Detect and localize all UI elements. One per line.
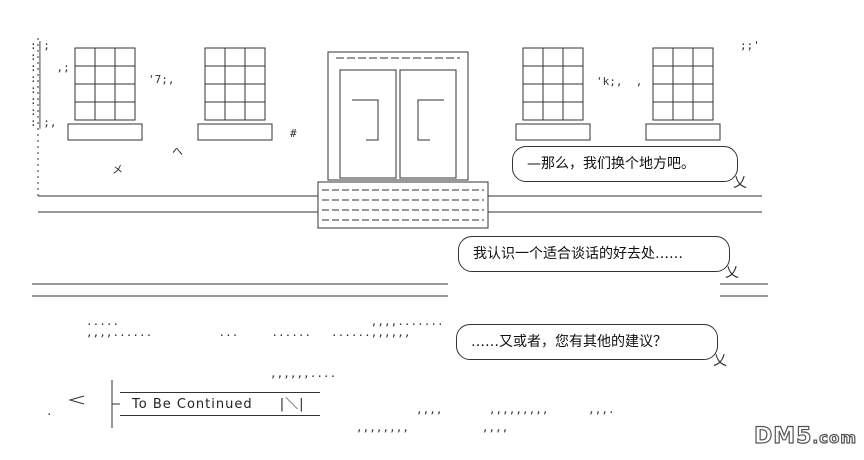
aa-mark: .	[46, 405, 53, 418]
speech-bubble-1: —那么，我们换个地方吧。 乂	[512, 146, 747, 191]
logo-text: DM5	[753, 423, 813, 449]
window-1	[67, 47, 143, 141]
dialogue-line-3: ……又或者，您有其他的建议？	[471, 334, 667, 350]
aa-mark: へ	[172, 145, 183, 158]
aa-dots: ,,,,,,,, ,,,,	[356, 421, 509, 434]
aa-mark: '7;,	[148, 73, 175, 86]
aa-dots: ,,,,,,....	[270, 367, 337, 380]
continue-mark: |＼|	[279, 397, 305, 412]
aa-wall-marks-left: :|; :| :| ,; :| :| :| :| :|;,	[30, 39, 70, 129]
speech-bubble-3: ……又或者，您有其他的建议？ 乂	[456, 324, 727, 369]
continue-label: To Be Continued	[132, 397, 253, 412]
aa-mark: 'k;, ,	[596, 75, 643, 88]
speech-bubble-2: 我认识一个适合谈话的好去处…… 乂	[458, 236, 739, 281]
bubble-tail-icon: 乂	[713, 353, 727, 369]
aa-dots: ..... ,,,,....... ,,,,...... ... ...... …	[86, 315, 444, 339]
dm5-logo: DM5.com	[753, 423, 857, 449]
window-4	[645, 47, 721, 141]
entrance-steps	[317, 181, 489, 229]
dialogue-line-1: —那么，我们换个地方吧。	[527, 156, 695, 172]
logo-suffix: .com	[812, 428, 857, 447]
bubble-tail-icon: 乂	[725, 265, 739, 281]
aa-mark: #	[290, 127, 297, 140]
double-door	[327, 51, 469, 181]
aa-dots: ,,,, ,,,,,,,,, ,,,.	[416, 403, 615, 416]
aa-mark: メ	[112, 163, 123, 176]
dialogue-line-2: 我认识一个适合谈话的好去处……	[473, 246, 683, 262]
to-be-continued-banner: To Be Continued |＼|	[120, 392, 320, 416]
window-2	[197, 47, 273, 141]
aa-mark: ;;'	[740, 39, 760, 52]
window-3	[515, 47, 591, 141]
bubble-tail-icon: 乂	[733, 175, 747, 191]
